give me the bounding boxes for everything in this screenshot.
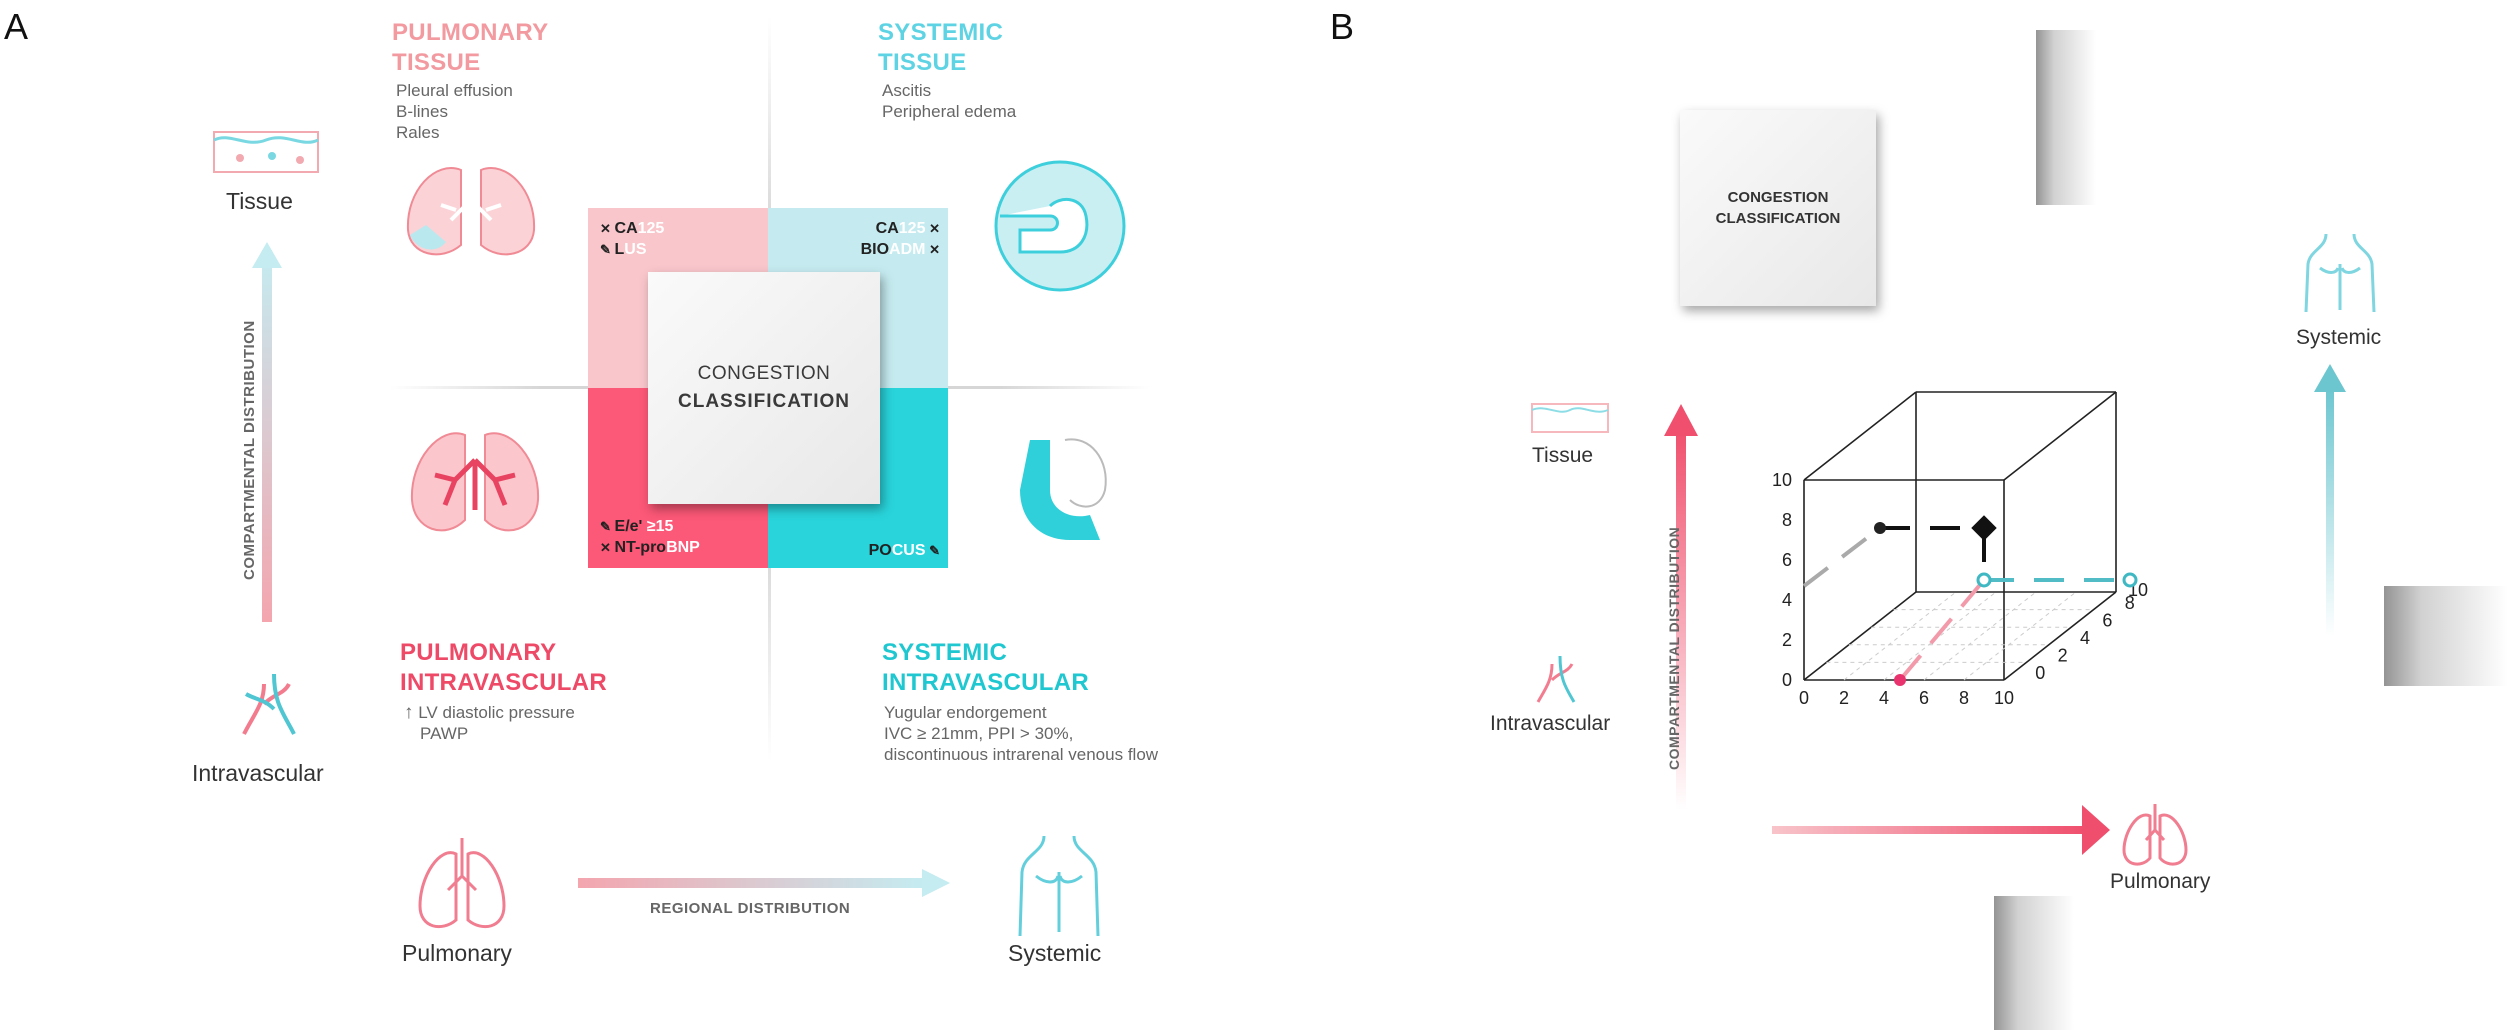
x-tick-label: 4: [1879, 688, 1889, 708]
page-shadow-bottom: [1994, 896, 2074, 1030]
lungs-vascular-icon: [410, 432, 540, 532]
axis-a-up-arrow-icon: [252, 242, 282, 268]
y-tick-label: 6: [1782, 550, 1792, 570]
panel-b-right-arrow-icon: [2082, 805, 2110, 855]
axis-a-systemic-label: Systemic: [1008, 940, 1102, 966]
cube-edge: [2003, 391, 2117, 481]
x-tick-label: 8: [1959, 688, 1969, 708]
cube-edge: [2003, 591, 2117, 681]
congestion-classification-card: CONGESTION CLASSIFICATION: [648, 272, 880, 504]
panel-b-systemic-label: Systemic: [2296, 326, 2382, 349]
cube-edge: [1803, 391, 1917, 481]
x-tick-label: 0: [1799, 688, 1809, 708]
axis-a-vertical-bar: [262, 250, 272, 622]
axis-a-right-arrow-icon: [922, 869, 950, 897]
panel-b-vertical-bar: [1676, 430, 1686, 810]
z-tick-label: 8: [2125, 593, 2135, 613]
bl-marker-labels: ✎ E/e' ≥15 ✕ NT-proBNP: [600, 518, 700, 556]
pulmonary-intravascular-list: ↑ LV diastolic pressure PAWP: [404, 702, 575, 743]
y-tick-label: 4: [1782, 590, 1792, 610]
panel-b-vessels-icon: [1536, 655, 1576, 703]
z-tick-label: 6: [2102, 610, 2112, 630]
y-tick-label: 2: [1782, 630, 1792, 650]
panel-b-right-up-arrow-icon: [2314, 364, 2346, 392]
pulmonary-projection-line: [1898, 578, 1986, 682]
heart-vessels-icon: [1020, 438, 1107, 540]
y-tick-label: 0: [1782, 670, 1792, 690]
systemic-point-end: [2122, 572, 2138, 588]
axis-a-tissue-label: Tissue: [226, 188, 293, 214]
panel-b-torso-icon: [2304, 233, 2376, 313]
y-tick-label: 10: [1772, 470, 1792, 490]
panel-b-horizontal-bar: [1772, 826, 2088, 834]
axis-a-pulmonary-label: Pulmonary: [402, 940, 512, 966]
panel-b-letter: B: [1330, 6, 1355, 47]
axis-a-regional-label: REGIONAL DISTRIBUTION: [650, 900, 851, 917]
x-tick-label: 2: [1839, 688, 1849, 708]
panel-b-classification-card: CONGESTION CLASSIFICATION: [1680, 110, 1876, 306]
axis-a-horizontal-bar: [578, 878, 924, 888]
x-tick-label: 10: [1994, 688, 2014, 708]
z-tick-label: 4: [2080, 628, 2090, 648]
systemic-point-start: [1976, 572, 1992, 588]
panel-a-letter: A: [4, 6, 29, 47]
panel-b-intravascular-label: Intravascular: [1490, 712, 1611, 735]
axis-a-compartmental-label: COMPARTMENTAL DISTRIBUTION: [241, 320, 258, 580]
panel-b-compartmental-label: COMPARTMENTAL DISTRIBUTION: [1666, 526, 1682, 770]
tl-marker-labels: ✕ CA125 ✎ LUS: [600, 220, 665, 258]
torso-icon: [1018, 835, 1100, 937]
floor-grid: [1826, 591, 2094, 681]
br-marker-labels: POCUS ✎: [868, 542, 940, 559]
data-points: [1874, 515, 2138, 686]
tr-marker-labels: CA125 ✕ BIOADM ✕: [860, 220, 940, 258]
z-tick-label: 0: [2035, 663, 2045, 683]
y-tick-label: 8: [1782, 510, 1792, 530]
axis-a-intravascular-label: Intravascular: [192, 760, 324, 786]
pulmonary-point: [1894, 674, 1906, 686]
tissue-point: [1874, 522, 1886, 534]
panel-b-right-vertical-bar: [2326, 388, 2334, 636]
panel-b-tissue-label: Tissue: [1532, 444, 1594, 467]
up-arrow-icon: ↑: [404, 702, 414, 723]
edema-hand-icon: [994, 160, 1126, 292]
tissue-waves-icon: [213, 131, 319, 173]
lungs-outline-icon: [418, 838, 506, 929]
lungs-tissue-icon: [406, 155, 536, 256]
panel-b-lungs-icon: [2122, 804, 2188, 866]
vessels-icon: [242, 673, 296, 735]
projection-lines: [1802, 526, 2126, 682]
page-shadow-top: [2036, 30, 2096, 205]
panel-b-tissue-waves-icon: [1531, 403, 1609, 433]
tissue-projection-line: [1802, 526, 1882, 588]
panel-b-up-arrow-icon: [1664, 404, 1698, 436]
page-shadow-right: [2384, 586, 2508, 686]
cube-frame: [1803, 391, 2117, 681]
combined-diamond-point: [1971, 515, 1997, 541]
panel-b-pulmonary-label: Pulmonary: [2110, 870, 2211, 893]
x-tick-label: 6: [1919, 688, 1929, 708]
cube-edge: [1803, 591, 1917, 681]
z-tick-label: 2: [2058, 646, 2068, 666]
